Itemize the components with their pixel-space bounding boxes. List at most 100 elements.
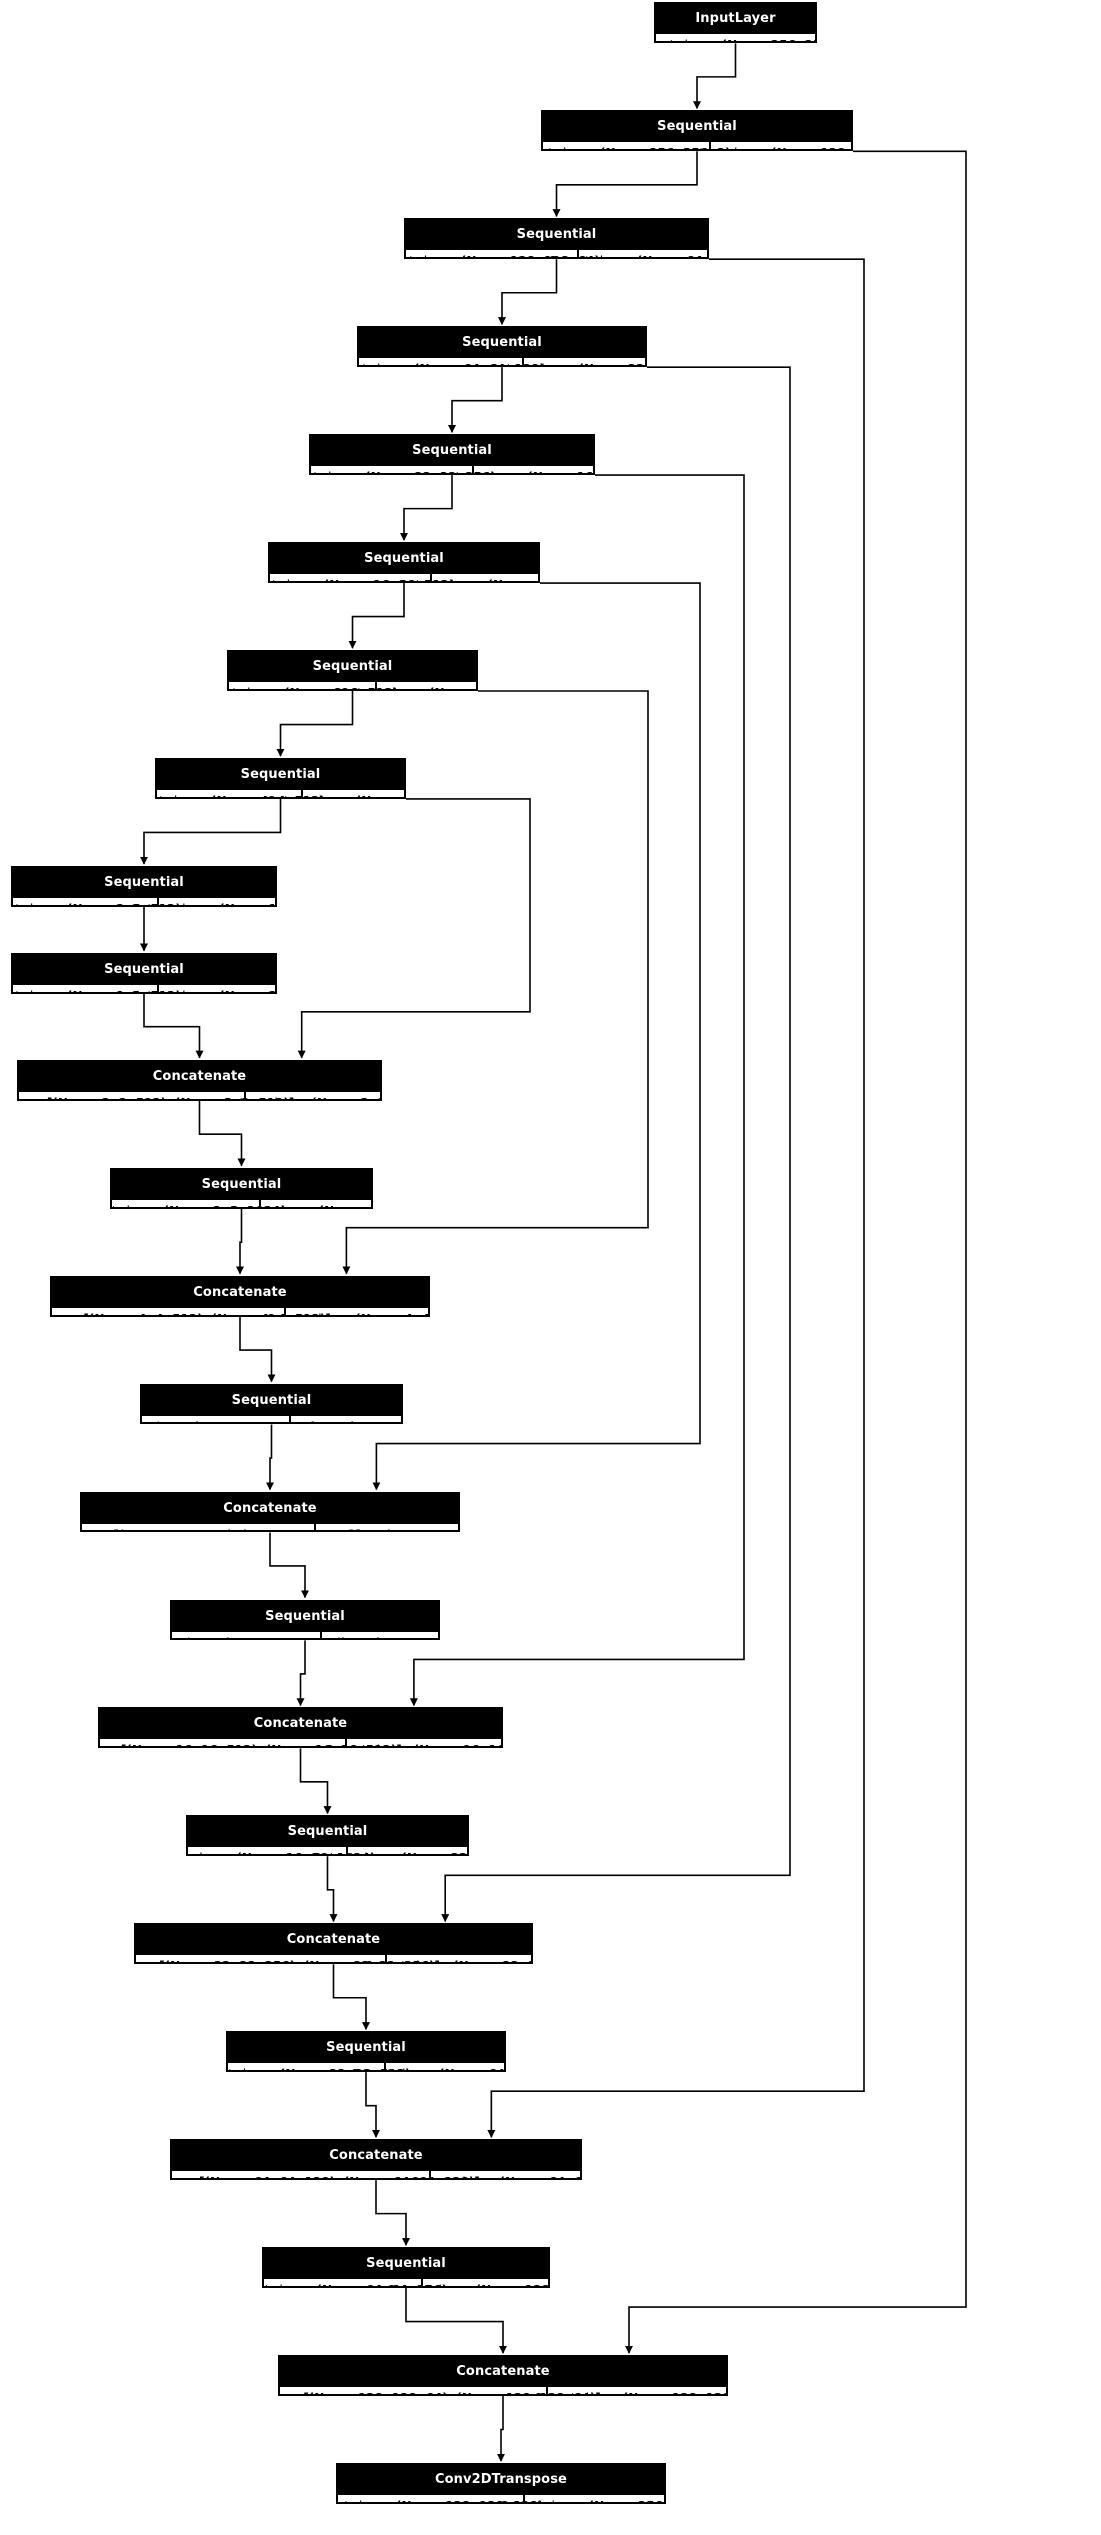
edge-sequential: [266, 1424, 274, 1491]
input-shape-value: (None, 32, 32, 512): [277, 2068, 411, 2071]
layer-node-sequential[interactable]: SequentialInput shape:(None, 2, 2, 1024)…: [110, 1167, 373, 1209]
layer-node-sequential[interactable]: SequentialInput shape:(None, 32, 32, 256…: [309, 434, 595, 476]
layer-node-sequential[interactable]: SequentialInput shape:(None, 256, 256, 3…: [541, 110, 853, 152]
layer-node-inputlayer[interactable]: InputLayerOutput shape:(None, 256, 256, …: [654, 2, 817, 44]
input-shape-value: (None, 4, 4, 512): [208, 794, 325, 797]
input-shape-label: Input shape:: [543, 147, 597, 150]
output-shape-cell: Output shape:(None, 8, 8, 512): [260, 1416, 401, 1423]
input-shape-value: [(None, 4, 4, 512), (None, 4, 4, 512)]: [80, 1312, 331, 1315]
edge-sequential: [239, 1316, 276, 1383]
input-shape-cell: Input shape:(None, 32, 32, 256): [311, 466, 496, 474]
edge-skip-connection: [372, 582, 701, 1491]
layer-node-shapes: Input shape:(None, 256, 256, 3)Output sh…: [543, 142, 851, 150]
layer-node-sequential[interactable]: SequentialInput shape:(None, 8, 8, 1024)…: [170, 1599, 440, 1641]
layer-node-title: Concatenate: [82, 1493, 458, 1524]
input-shape-cell: Input shape:[(None, 16, 16, 512), (None,…: [100, 1739, 402, 1747]
output-shape-label: Output shape:: [340, 686, 426, 689]
layer-node-title: Sequential: [157, 760, 404, 791]
layer-node-title: Sequential: [13, 867, 275, 898]
output-shape-cell: Output shape:(None, 2, 2, 512): [267, 790, 404, 797]
input-shape-label: Input shape:: [52, 1312, 80, 1315]
edge-sequential: [236, 1208, 244, 1275]
layer-node-concatenate[interactable]: ConcatenateInput shape:[(None, 64, 64, 1…: [170, 2139, 582, 2181]
edge-sequential: [365, 2072, 380, 2139]
layer-node-title: Sequential: [311, 436, 593, 467]
layer-node-shapes: Input shape:[(None, 8, 8, 512), (None, 8…: [82, 1523, 458, 1531]
layer-node-shapes: Input shape:[(None, 16, 16, 512), (None,…: [100, 1739, 501, 1747]
input-shape-value: (None, 1, 1, 512): [64, 989, 181, 992]
layer-node-shapes: Input shape:(None, 128, 128, 64)Output s…: [406, 250, 707, 258]
output-shape-cell: Output shape:(None, 64, 64, 128): [548, 250, 707, 258]
layer-node-sequential[interactable]: SequentialInput shape:(None, 4, 4, 1024)…: [140, 1383, 403, 1425]
input-shape-cell: Input shape:(None, 2, 2, 512): [13, 897, 181, 905]
edge-skip-connection: [297, 798, 531, 1059]
input-shape-label: Input shape:: [100, 1744, 118, 1747]
layer-node-conv2dtranspose[interactable]: Conv2DTransposeInput shape:(None, 128, 1…: [336, 2463, 666, 2504]
layer-node-sequential[interactable]: SequentialInput shape:(None, 64, 64, 256…: [262, 2247, 550, 2289]
output-shape-label: Output shape:: [534, 2391, 620, 2394]
layer-node-sequential[interactable]: SequentialInput shape:(None, 4, 4, 512)O…: [155, 758, 406, 799]
edge-sequential: [269, 1532, 309, 1599]
output-shape-value: (None, 4, 4, 512): [426, 686, 476, 689]
edge-sequential: [143, 993, 204, 1059]
input-shape-label: Input shape:: [19, 1096, 44, 1099]
layer-node-shapes: Input shape:(None, 2, 2, 1024)Output sha…: [112, 1199, 371, 1207]
output-shape-value: (None, 128, 128, 64): [768, 147, 851, 150]
input-shape-cell: Input shape:[(None, 2, 2, 512), (None, 2…: [19, 1091, 294, 1099]
output-shape-cell: Output shape:(None, 256, 256, 3): [656, 34, 815, 42]
output-shape-value: (None, 2, 2, 1024): [308, 1096, 380, 1099]
layer-node-sequential[interactable]: SequentialInput shape:(None, 128, 128, 6…: [404, 218, 709, 260]
layer-node-concatenate[interactable]: ConcatenateInput shape:[(None, 2, 2, 512…: [17, 1059, 382, 1101]
input-shape-value: (None, 64, 64, 128): [411, 363, 545, 366]
input-shape-label: Input shape:: [264, 2283, 313, 2286]
output-shape-cell: Output shape:(None, 4, 4, 1024): [267, 1308, 428, 1315]
edge-sequential: [140, 798, 282, 865]
layer-node-concatenate[interactable]: ConcatenateInput shape:[(None, 4, 4, 512…: [50, 1275, 430, 1317]
edge-sequential: [400, 475, 453, 541]
layer-node-shapes: Input shape:(None, 8, 8, 512)Output shap…: [229, 682, 476, 689]
input-shape-cell: Input shape:[(None, 8, 8, 512), (None, 8…: [82, 1523, 361, 1531]
input-shape-label: Input shape:: [359, 363, 411, 366]
layer-node-sequential[interactable]: SequentialInput shape:(None, 16, 16, 102…: [186, 1815, 469, 1857]
layer-node-title: Sequential: [142, 1385, 401, 1416]
edge-sequential: [405, 2288, 507, 2354]
output-shape-label: Output shape:: [131, 902, 217, 905]
input-shape-label: Input shape:: [172, 2176, 196, 2179]
layer-node-sequential[interactable]: SequentialInput shape:(None, 8, 8, 512)O…: [227, 650, 478, 691]
input-shape-value: (None, 2, 2, 1024): [161, 1204, 286, 1207]
edge-sequential: [299, 1748, 332, 1815]
layer-node-shapes: Input shape:[(None, 32, 32, 256), (None,…: [136, 1955, 531, 1963]
input-shape-value: (None, 128, 128, 128): [393, 2499, 543, 2502]
layer-node-title: Concatenate: [172, 2141, 580, 2172]
edge-sequential: [276, 690, 354, 757]
output-shape-value: (None, 32, 32, 256): [575, 363, 645, 366]
output-shape-label: Output shape:: [411, 2176, 497, 2179]
input-shape-label: Input shape:: [229, 686, 281, 689]
layer-node-concatenate[interactable]: ConcatenateInput shape:[(None, 128, 128,…: [278, 2355, 728, 2396]
layer-node-concatenate[interactable]: ConcatenateInput shape:[(None, 32, 32, 2…: [134, 1923, 533, 1965]
input-shape-value: [(None, 2, 2, 512), (None, 2, 2, 512)]: [44, 1096, 295, 1099]
edge-sequential: [498, 259, 558, 326]
output-shape-value: (None, 256, 256, 3): [586, 2499, 664, 2502]
layer-node-sequential[interactable]: SequentialInput shape:(None, 16, 16, 512…: [268, 542, 540, 584]
layer-node-sequential[interactable]: SequentialInput shape:(None, 2, 2, 512)O…: [11, 865, 277, 907]
layer-node-concatenate[interactable]: ConcatenateInput shape:[(None, 16, 16, 5…: [98, 1707, 503, 1749]
output-shape-label: Output shape:: [131, 989, 217, 992]
input-shape-value: (None, 128, 128, 64): [458, 255, 600, 258]
layer-node-concatenate[interactable]: ConcatenateInput shape:[(None, 8, 8, 512…: [80, 1491, 460, 1533]
output-shape-cell: Output shape:(None, 16, 16, 1024): [325, 1739, 501, 1747]
output-shape-label: Output shape:: [439, 471, 525, 474]
layer-node-title: Sequential: [543, 112, 851, 143]
output-shape-cell: Output shape:(None, 2, 2, 512): [131, 985, 276, 992]
layer-node-sequential[interactable]: SequentialInput shape:(None, 1, 1, 512)O…: [11, 952, 277, 994]
output-shape-label: Output shape:: [267, 794, 353, 797]
input-shape-label: Input shape:: [13, 902, 64, 905]
output-shape-label: Output shape:: [399, 578, 485, 581]
layer-node-sequential[interactable]: SequentialInput shape:(None, 32, 32, 512…: [226, 2031, 506, 2073]
output-shape-label: Output shape:: [230, 1204, 316, 1207]
input-shape-label: Input shape:: [311, 471, 362, 474]
layer-node-sequential[interactable]: SequentialInput shape:(None, 64, 64, 128…: [357, 326, 647, 368]
input-shape-cell: Input shape:[(None, 4, 4, 512), (None, 4…: [52, 1307, 331, 1315]
edge-sequential: [448, 367, 503, 434]
output-shape-label: Output shape:: [260, 1420, 346, 1423]
